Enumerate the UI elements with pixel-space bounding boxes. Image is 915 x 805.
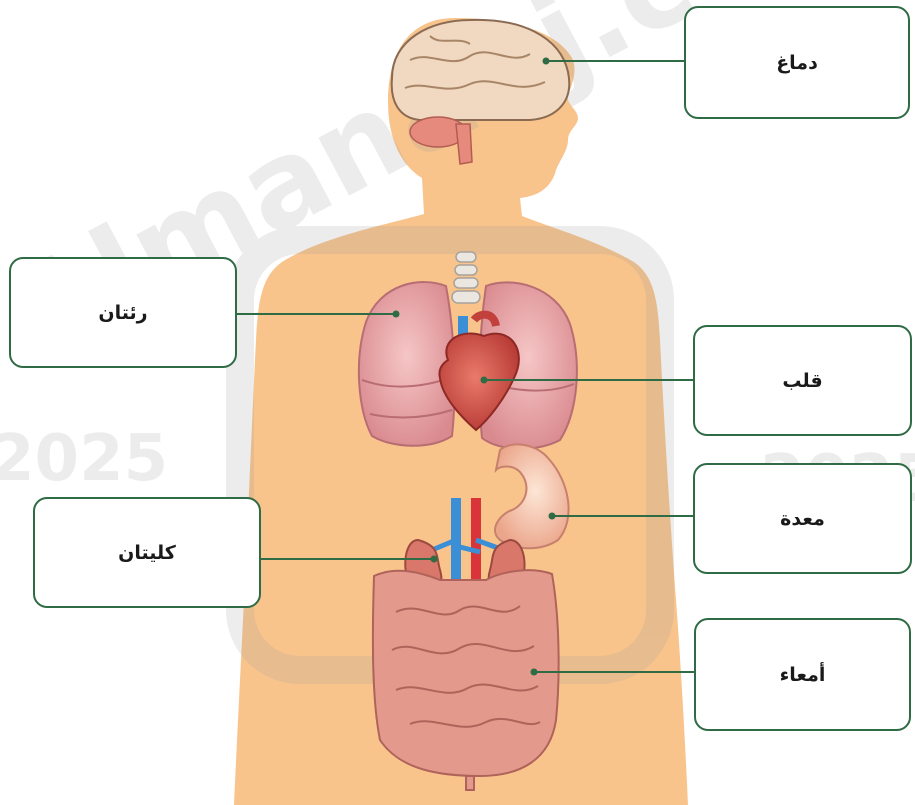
leader-dot-kidneys [431, 556, 438, 563]
label-box-intestines: أمعاء [694, 618, 911, 731]
label-lungs: رئتان [98, 302, 147, 324]
label-intestines: أمعاء [780, 664, 826, 686]
label-box-stomach: معدة [693, 463, 912, 574]
label-stomach: معدة [780, 508, 825, 530]
label-heart: قلب [782, 370, 822, 392]
intestines-organ [373, 570, 559, 790]
label-brain: دماغ [776, 52, 818, 74]
label-box-kidneys: كليتان [33, 497, 261, 608]
leader-dot-intestines [531, 669, 538, 676]
label-box-heart: قلب [693, 325, 912, 436]
leader-dot-lungs [393, 311, 400, 318]
watermark-year-left: 2025 [0, 422, 168, 496]
leader-dot-heart [481, 377, 488, 384]
label-box-brain: دماغ [684, 6, 910, 119]
label-box-lungs: رئتان [9, 257, 237, 368]
label-kidneys: كليتان [118, 542, 176, 564]
leader-dot-brain [543, 58, 550, 65]
leader-dot-stomach [549, 513, 556, 520]
